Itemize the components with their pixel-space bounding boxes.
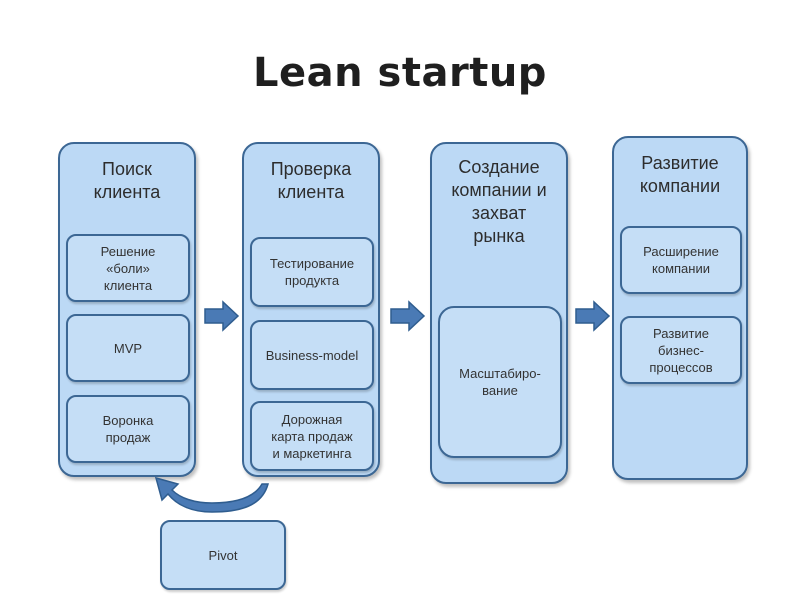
stage-customer-validation: Проверка клиента Тестирование продукта B… [242,142,380,477]
stage-item: MVP [66,314,190,382]
stage-item: Расширение компании [620,226,742,294]
stage-company-building: Развитие компании Расширение компании Ра… [612,136,748,480]
stage-company-creation: Создание компании и захват рынка Масштаб… [430,142,568,484]
pivot-curved-arrow-icon [154,476,269,513]
stage-customer-discovery: Поиск клиента Решение «боли» клиента MVP… [58,142,196,477]
arrow-right-icon [204,300,240,332]
arrow-right-icon [390,300,426,332]
stage-item: Развитие бизнес- процессов [620,316,742,384]
stage-item: Решение «боли» клиента [66,234,190,302]
stage-item: Воронка продаж [66,395,190,463]
stage-title: Создание компании и захват рынка [451,157,547,246]
stage-title: Проверка клиента [270,159,352,202]
stage-title: Развитие компании [639,153,721,196]
pivot-box: Pivot [160,520,286,590]
arrow-right-icon [575,300,611,332]
page-title: Lean startup [253,50,547,96]
stage-item: Business-model [250,320,374,390]
stage-item: Дорожная карта продаж и маркетинга [250,401,374,471]
stage-item: Масштабиро- вание [438,306,562,458]
stage-item: Тестирование продукта [250,237,374,307]
stage-title: Поиск клиента [93,159,161,202]
